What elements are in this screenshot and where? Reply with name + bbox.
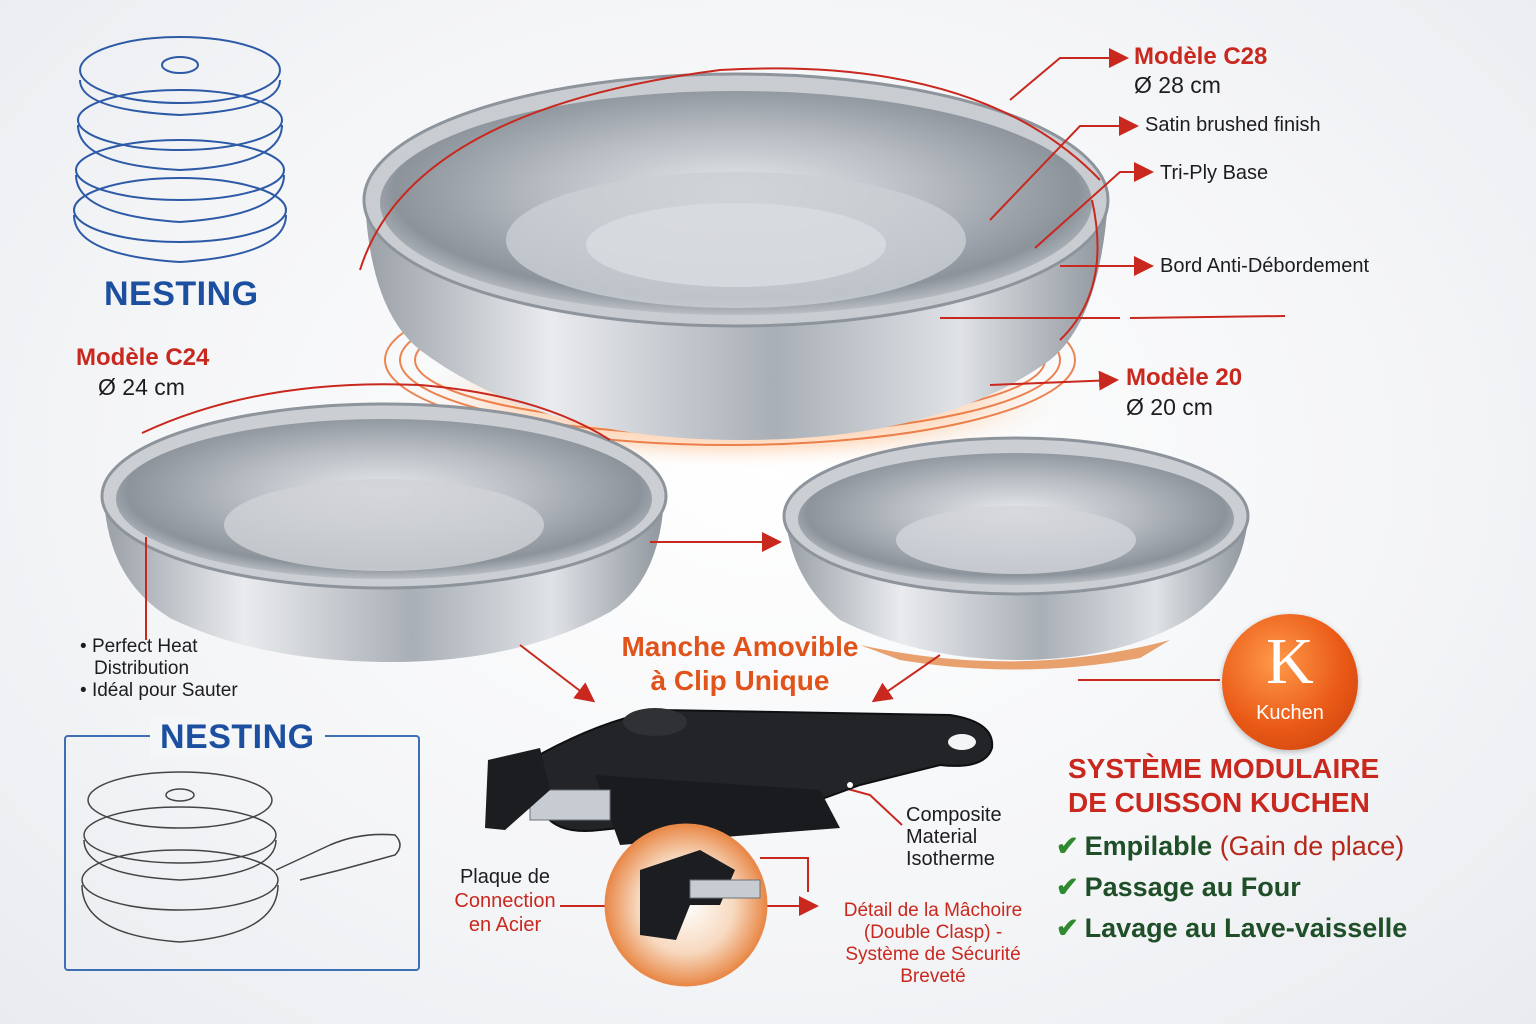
jaw-detail-magnifier [604,823,768,987]
bullet-line: • Idéal pour Sauter [80,680,238,701]
bullet-line: • Perfect Heat [80,636,198,657]
nesting-title-top: NESTING [104,275,259,313]
model-20-name: Modèle 20 [1126,364,1243,391]
model-c28-size: Ø 28 cm [1134,72,1221,98]
handle-illustration [485,708,994,845]
callout-triply: Tri-Ply Base [1160,162,1269,184]
handle-title: Manche Amovible à Clip Unique [621,631,859,696]
model-c28-name: Modèle C28 [1134,43,1268,70]
pan-20 [782,436,1250,670]
checkmark-icon: ✔ [1056,872,1079,902]
pan-c24 [100,402,668,662]
nesting-sketch-top [73,36,287,264]
kuchen-logo: K Kuchen [1222,614,1358,750]
checkmark-icon: ✔ [1056,913,1079,943]
nesting-title-box: NESTING [150,718,325,757]
checkmark-icon: ✔ [1056,831,1079,861]
callout-bord: Bord Anti-Débordement [1160,255,1370,277]
callout-satin: Satin brushed finish [1145,114,1321,136]
plaque-label: Plaque de Connection en Acier [454,866,556,936]
feature-item: ✔Passage au Four [1056,872,1301,902]
composite-label: Composite Material Isotherme [906,804,1002,870]
jaw-detail-label: Détail de la Mâchoire (Double Clasp) - S… [843,900,1023,987]
feature-item: ✔Lavage au Lave-vaisselle [1056,913,1408,943]
pan-c28 [362,72,1110,440]
nesting-box [64,735,420,971]
model-20-size: Ø 20 cm [1126,394,1213,420]
c24-bullet-list: • Perfect Heat Distribution • Idéal pour… [80,636,238,702]
model-c24-name: Modèle C24 [76,344,210,371]
nesting-sketch-bottom [81,771,401,943]
system-title: SYSTÈME MODULAIRE DE CUISSON KUCHEN [1068,753,1380,818]
model-c24-size: Ø 24 cm [98,374,185,400]
feature-item: ✔Empilable (Gain de place) [1056,831,1405,861]
bullet-line: Distribution [94,658,190,679]
feature-list: ✔Empilable (Gain de place) ✔Passage au F… [1056,826,1407,949]
